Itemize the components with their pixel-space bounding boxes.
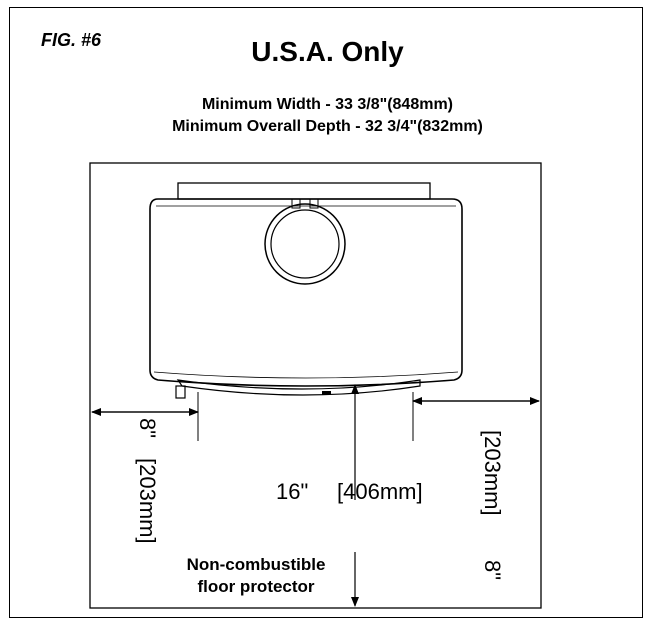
minimum-width-label: Minimum Width - 33 3/8"(848mm) [201,96,454,113]
floor-protector-line1: Non-combustible [186,555,326,574]
stove-front-lip [176,379,421,396]
flue-collar-outer [264,203,346,285]
minimum-depth-label: Minimum Overall Depth - 32 3/4"(832mm) [172,118,483,135]
floor-protector-line2: floor protector [197,577,315,596]
floor-protector-outline [89,162,542,609]
front-clearance-inches: 16" [276,479,309,504]
figure-number: FIG. #6 [41,30,102,50]
left-clearance-mm: [203mm] [135,458,160,544]
floor-protector-note: Non-combustible floor protector [156,554,356,598]
left-clearance-inches: 8" [135,418,160,439]
right-clearance-inches: 8" [480,560,505,581]
flue-collar-inner [270,209,340,279]
stove-body [149,198,463,387]
stove-rear-section [177,182,431,200]
right-clearance-mm: [203mm] [480,430,505,516]
figure-title: U.S.A. Only [251,36,404,67]
figure-frame [9,7,643,618]
front-clearance-mm: [406mm] [337,479,423,504]
